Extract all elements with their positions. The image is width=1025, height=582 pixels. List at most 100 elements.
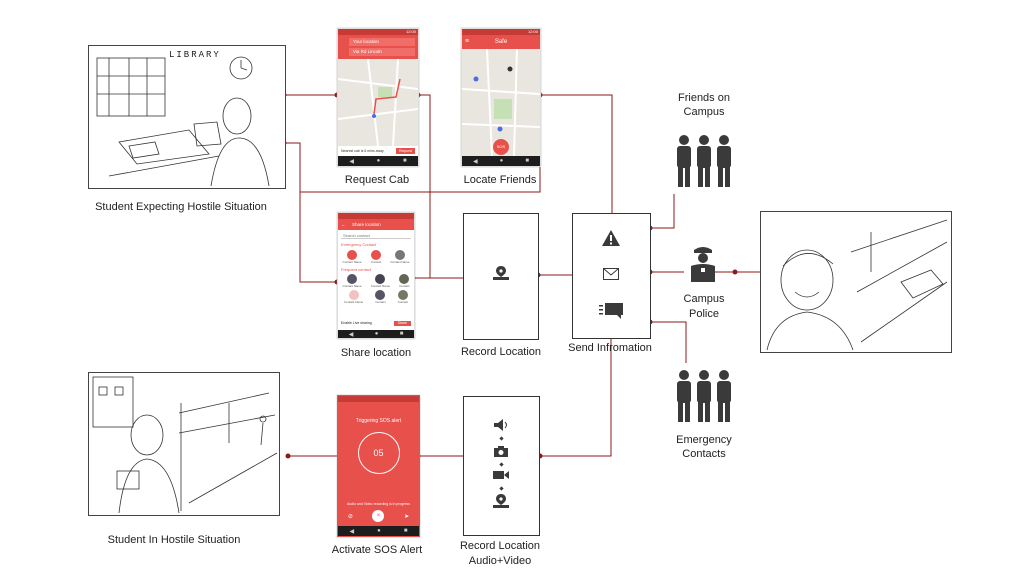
contact-item[interactable]: Contact Name xyxy=(344,290,363,304)
diamond-separator-icon xyxy=(499,486,504,491)
chat-message-icon xyxy=(599,303,623,319)
send-icon[interactable]: ➤ xyxy=(404,513,410,520)
sketch-student-street xyxy=(88,372,280,516)
android-nav-bar: ◀ ● ■ xyxy=(338,156,418,166)
contact-name: Contact xyxy=(370,260,382,264)
emergency-contacts-row: Contact Name Contact Contact Name xyxy=(338,250,414,264)
cab-from-field[interactable]: Your location xyxy=(349,38,415,46)
label-request-cab: Request Cab xyxy=(344,174,410,186)
android-nav-bar: ◀ ● ■ xyxy=(338,330,414,338)
cab-search-header: Your location Via Rd Lincoln xyxy=(338,35,418,63)
sos-recording-note: Audio and Video recording is in progress xyxy=(347,502,410,506)
back-icon[interactable]: ◀ xyxy=(348,331,354,338)
cab-to-field[interactable]: Via Rd Lincoln xyxy=(349,48,415,56)
phone-share-location: ← Share location Search contact Emergenc… xyxy=(337,212,415,339)
sos-countdown-ring: 05 xyxy=(357,432,400,474)
share-title: Share location xyxy=(352,222,381,227)
mail-icon xyxy=(603,268,619,280)
sos-countdown: 05 xyxy=(373,448,384,458)
label-record-av-1: Record Location xyxy=(459,540,541,552)
map-pin-icon xyxy=(493,266,509,280)
library-sign: LIBRARY xyxy=(169,50,221,60)
label-record-av-2: Audio+Video xyxy=(468,555,532,567)
contact-name: Contact Name xyxy=(342,260,362,264)
label-send-information: Send Infromation xyxy=(568,342,652,354)
back-icon[interactable]: ◀ xyxy=(473,158,478,165)
home-icon[interactable]: ● xyxy=(499,158,504,164)
android-nav-bar: ◀ ● ■ xyxy=(338,526,419,536)
contact-item[interactable]: Contact xyxy=(398,290,408,304)
contact-item[interactable]: Contact xyxy=(375,290,386,304)
diamond-separator-icon xyxy=(499,436,504,441)
contact-name: Contact xyxy=(399,284,410,288)
street-sketch-drawing xyxy=(92,376,278,514)
police-officer-icon xyxy=(691,247,715,282)
sketch-student-library: LIBRARY xyxy=(88,45,286,189)
friends-header: ≡ Safe xyxy=(462,35,540,49)
contact-item[interactable]: Contact Name xyxy=(390,250,409,264)
cab-footer: Nearest cab is 6 mins away Request xyxy=(338,146,418,156)
contact-item[interactable]: Contact xyxy=(371,250,381,264)
home-icon[interactable]: ● xyxy=(374,331,379,337)
label-friends-1: Friends on xyxy=(678,92,730,104)
friends-title: Safe xyxy=(494,39,508,45)
police-sketch-drawing xyxy=(766,219,948,351)
recent-icon[interactable]: ■ xyxy=(399,331,404,337)
label-police-2: Police xyxy=(689,308,719,320)
share-button[interactable]: Share xyxy=(393,321,411,326)
label-emergency-1: Emergency xyxy=(676,434,732,446)
label-friends-2: Campus xyxy=(683,106,725,118)
contact-name: Contact Name xyxy=(370,284,391,288)
label-police-1: Campus xyxy=(683,293,725,305)
status-time: 12:00 xyxy=(527,29,538,34)
contact-item[interactable]: Contact Name xyxy=(343,274,362,288)
label-activate-sos: Activate SOS Alert xyxy=(331,544,423,556)
box-record-audio-video xyxy=(463,396,540,536)
status-bar: 12:00 xyxy=(462,29,540,35)
contact-item[interactable]: Contact Name xyxy=(343,250,362,264)
share-search-input[interactable]: Search contact xyxy=(341,233,411,239)
video-camera-icon xyxy=(493,471,509,479)
cab-request-button[interactable]: Request xyxy=(395,148,415,154)
home-icon[interactable]: ● xyxy=(376,158,381,164)
frequent-contacts-row-2: Contact Name Contact Contact xyxy=(338,290,414,304)
label-student-in: Student In Hostile Situation xyxy=(107,534,241,546)
live-sharing-label: Enable Live sharing xyxy=(341,321,372,325)
back-icon[interactable]: ◀ xyxy=(349,528,355,535)
home-icon[interactable]: ● xyxy=(377,528,381,534)
camera-icon xyxy=(494,446,508,457)
contact-name: Contact Name xyxy=(390,260,410,264)
status-bar: 12:00 xyxy=(338,29,418,35)
android-nav-bar: ◀ ● ■ xyxy=(462,156,540,166)
sos-button[interactable]: SOS xyxy=(493,139,509,155)
contact-name: Contact Name xyxy=(344,300,364,304)
sos-controls: ⊘ × ➤ xyxy=(338,510,419,522)
sketch-campus-police xyxy=(760,211,952,353)
menu-icon[interactable]: ≡ xyxy=(465,38,470,45)
label-student-expecting: Student Expecting Hostile Situation xyxy=(95,201,267,213)
status-bar xyxy=(338,396,419,402)
label-share-location: Share location xyxy=(340,347,412,359)
warning-icon xyxy=(602,230,620,246)
back-icon[interactable]: ◀ xyxy=(349,158,354,165)
recent-icon[interactable]: ■ xyxy=(403,528,408,534)
section-emergency: Emergency Contact xyxy=(341,242,377,247)
speaker-icon xyxy=(494,419,507,431)
recent-icon[interactable]: ■ xyxy=(403,158,407,164)
contact-item[interactable]: Contact Name xyxy=(371,274,390,288)
box-record-location xyxy=(463,213,539,340)
library-sketch-drawing xyxy=(96,56,270,187)
recent-icon[interactable]: ■ xyxy=(525,158,529,164)
cab-map[interactable] xyxy=(338,59,418,146)
box-send-information xyxy=(572,213,651,339)
contact-name: Contact Name xyxy=(342,284,362,288)
phone-sos-alert: Triggering SOS alert 05 Audio and Video … xyxy=(337,395,420,537)
contact-item[interactable]: Contact xyxy=(399,274,409,288)
back-arrow-icon[interactable]: ← xyxy=(341,222,346,227)
friends-map[interactable]: SOS xyxy=(462,49,540,156)
cancel-sos-button[interactable]: × xyxy=(372,510,385,522)
mute-icon[interactable]: ⊘ xyxy=(347,513,353,520)
frequent-contacts-row: Contact Name Contact Name Contact xyxy=(338,274,414,288)
label-emergency-2: Contacts xyxy=(682,448,726,460)
